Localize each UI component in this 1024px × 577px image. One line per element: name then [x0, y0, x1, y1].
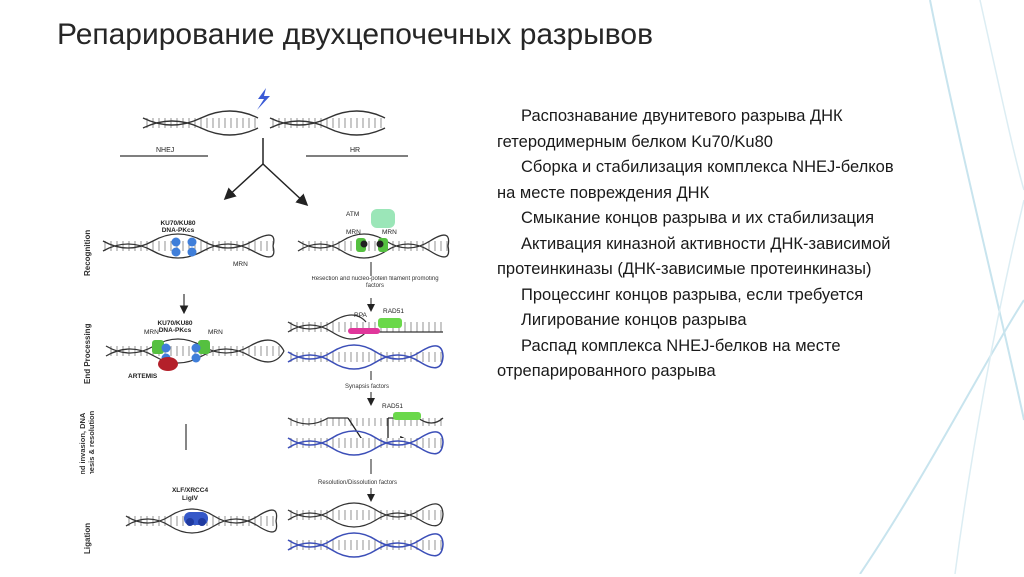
- dna-break-top: [142, 110, 386, 136]
- step-item: Сборка и стабилизация комплекса NHEJ-бел…: [497, 158, 894, 202]
- label-ku-dnapk-2: KU70/KU80 DNA-PKcs: [157, 320, 193, 334]
- label-ku-dnapk-1: KU70/KU80 DNA-PKcs: [160, 220, 196, 234]
- label-rad51-1: RAD51: [383, 308, 404, 315]
- label-mrn-hr-left: MRN: [346, 229, 361, 236]
- repair-steps-list: Распознавание двунитевого разрыва ДНК ге…: [497, 104, 897, 385]
- step-item: Смыкание концов разрыва и их стабилизаци…: [521, 209, 875, 227]
- label-rad51-2: RAD51: [382, 403, 403, 410]
- label-mrn-left: MRN: [144, 329, 159, 336]
- label-mrn-right: MRN: [208, 329, 223, 336]
- label-rpa: RPA: [354, 312, 368, 319]
- slide-title: Репарирование двухцепочечных разрывов: [57, 18, 654, 51]
- label-mrn-hr-right: MRN: [382, 229, 397, 236]
- step-item: Распознавание двунитевого разрыва ДНК ге…: [497, 107, 843, 151]
- nhej-end-processing: KU70/KU80 DNA-PKcs MRN MRN ARTEMIS: [105, 320, 285, 380]
- label-resolution: Resolution/Dissolution factors: [318, 480, 397, 486]
- nhej-ligation: XLF/XRCC4 LigIV: [125, 487, 278, 534]
- label-synapsis: Synapsis factors: [345, 384, 389, 390]
- label-mrn-nhej: MRN: [233, 261, 248, 268]
- stage-recognition: Recognition: [83, 230, 92, 276]
- step-item: Процессинг концов разрыва, если требуетс…: [521, 285, 864, 304]
- hr-end-processing: RPA RAD51: [287, 308, 444, 370]
- label-atm: ATM: [346, 211, 359, 218]
- step-item: Активация киназной активности ДНК-зависи…: [497, 234, 891, 279]
- step-item: Распад комплекса NHEJ-белков на месте от…: [497, 336, 841, 381]
- label-xlf-ligiv: XLF/XRCC4 LigIV: [171, 487, 209, 502]
- dsb-repair-diagram: NHEJ HR Recognition End Processing Stran…: [48, 66, 488, 572]
- step-item: Лигирование концов разрыва: [521, 311, 747, 329]
- label-artemis: ARTEMIS: [128, 373, 158, 380]
- label-resection: Resection and nucleo-potein filament pro…: [311, 276, 439, 289]
- stage-strand-invasion-wrap: Strand invasion, DNA synthesis & resolut…: [78, 410, 96, 474]
- stage-end-processing: End Processing: [83, 323, 92, 384]
- diagram-svg: NHEJ HR Recognition End Processing Stran…: [78, 88, 450, 558]
- branch-nhej: NHEJ: [156, 147, 174, 154]
- hr-recognition: ATM MRN MRN: [297, 209, 450, 259]
- branch-hr: HR: [350, 147, 360, 154]
- hr-ligation: [287, 502, 444, 558]
- stage-strand-invasion: Strand invasion, DNA synthesis & resolut…: [78, 410, 96, 474]
- stage-ligation: Ligation: [83, 523, 92, 554]
- lightning-icon: [257, 88, 270, 110]
- hr-strand-invasion: RAD51: [287, 403, 444, 456]
- nhej-recognition: KU70/KU80 DNA-PKcs MRN: [102, 220, 275, 268]
